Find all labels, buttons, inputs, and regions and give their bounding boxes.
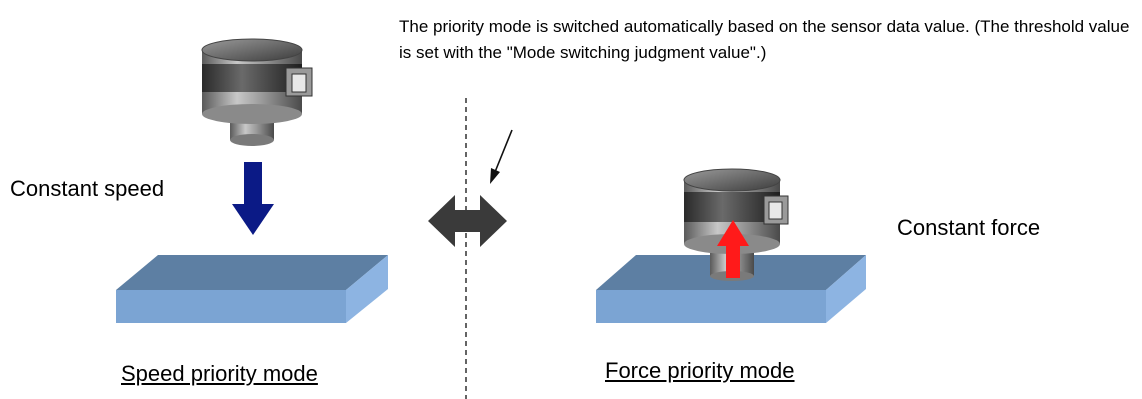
switch-arrow	[428, 195, 507, 247]
pointer-arrow	[490, 129, 513, 184]
constant-force-label: Constant force	[897, 215, 1041, 240]
workpiece-left	[116, 255, 388, 323]
sensor-left	[201, 38, 313, 146]
force-arrow	[717, 220, 749, 278]
constant-speed-label: Constant speed	[10, 176, 165, 201]
speed-arrow	[232, 162, 274, 235]
force-priority-mode-label: Force priority mode	[605, 358, 795, 383]
switching-note: The priority mode is switched automatica…	[399, 17, 1130, 62]
speed-priority-mode-label: Speed priority mode	[121, 361, 318, 386]
